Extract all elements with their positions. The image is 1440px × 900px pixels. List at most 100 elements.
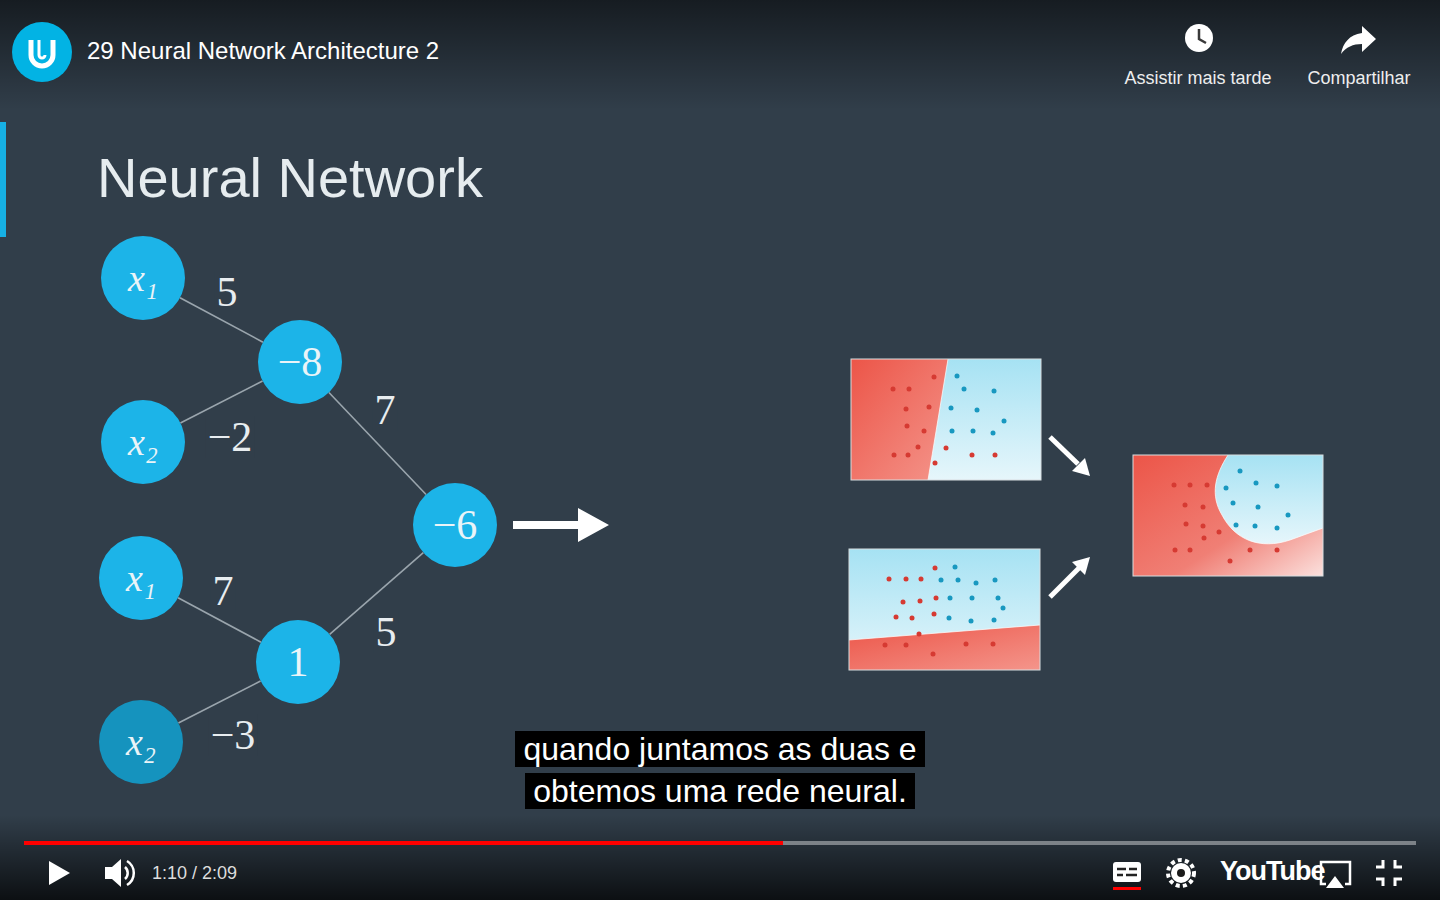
data-point [1275,526,1280,531]
input-neuron: x₂ [99,700,183,784]
settings-icon [1171,863,1191,883]
data-point [975,408,980,413]
data-point [991,431,996,436]
data-point [1002,419,1007,424]
data-point [904,577,909,582]
neuron-value: −6 [433,504,478,546]
data-point [1183,503,1188,508]
data-point [1202,536,1207,541]
data-point [947,616,952,621]
button-label: Assistir mais tarde [1124,69,1271,87]
data-point [992,389,997,394]
data-point [1275,484,1280,489]
data-point [892,453,897,458]
data-point [918,599,923,604]
data-point [949,406,954,411]
brand-logo: YouTube [1220,858,1324,885]
red-region [849,625,1040,670]
data-point [993,578,998,583]
data-point [1201,505,1206,510]
data-point [933,566,938,571]
data-point [904,643,909,648]
data-point [1231,501,1236,506]
data-point [927,405,932,410]
data-point [1275,548,1280,553]
data-point [1201,524,1206,529]
data-point [931,652,936,657]
data-point [1256,505,1261,510]
data-point [996,596,1001,601]
volume-icon [105,859,121,887]
data-point [970,596,975,601]
neuron-value: x₁ [126,559,156,597]
neuron-value: x₂ [128,423,158,461]
red-points [891,375,998,466]
subtitle-text: quando juntamos as duas e obtemos uma re… [515,731,924,809]
data-point [993,453,998,458]
blue-points [1224,469,1291,531]
data-point [891,387,896,392]
data-point [932,612,937,617]
settings-teeth [1168,860,1194,886]
red-region [851,359,948,480]
data-point [944,446,949,451]
data-point [1228,559,1233,564]
red-region [1133,455,1323,576]
data-point [1248,548,1253,553]
blue-region [851,359,1041,480]
boundary-curve [1215,455,1323,544]
linear-model-b [849,549,1040,670]
data-point [1188,548,1193,553]
data-point [1254,481,1259,486]
hidden-neuron: −8 [258,320,342,404]
airplay-triangle [1326,876,1344,888]
data-point [974,581,979,586]
input-neuron: x₁ [101,236,185,320]
data-point [956,578,961,583]
data-point [953,565,958,570]
data-point [887,577,892,582]
data-point [916,445,921,450]
neuron-value: x₁ [128,259,158,297]
combine-arrowhead [1072,458,1090,476]
data-point [1173,548,1178,553]
data-point [969,619,974,624]
accent-bar [0,122,6,237]
red-points [883,566,996,657]
data-point [917,632,922,637]
plot-frame [849,549,1040,670]
exit-fullscreen-icon [1376,860,1402,886]
data-point [1188,483,1193,488]
plot-frame [851,359,1041,480]
subtitle-box: quando juntamos as duas e obtemos uma re… [500,728,940,812]
weight-value: 5 [374,611,399,653]
subtitles-icon [1113,862,1141,882]
data-point [970,453,975,458]
data-point [991,642,996,647]
header-shade [0,0,1440,110]
data-point [948,596,953,601]
data-point [1217,530,1222,535]
progress-played [24,841,783,845]
data-point [932,375,937,380]
data-point [1205,483,1210,488]
channel-logo [12,22,72,82]
settings-hole [1177,869,1185,877]
linear-model-a [851,359,1041,480]
data-point [919,577,924,582]
data-point [904,407,909,412]
data-point [906,453,911,458]
data-point [964,642,969,647]
data-point [907,387,912,392]
weight-value: −2 [206,416,255,458]
play-icon [49,861,70,885]
neuron-value: x₂ [126,723,156,761]
blue-points [949,374,1007,436]
result-arrow [513,508,609,542]
data-point [894,615,899,620]
data-point [933,461,938,466]
red-points [1172,483,1280,564]
combine-arrow [1050,568,1079,597]
weight-value: 7 [211,570,236,612]
